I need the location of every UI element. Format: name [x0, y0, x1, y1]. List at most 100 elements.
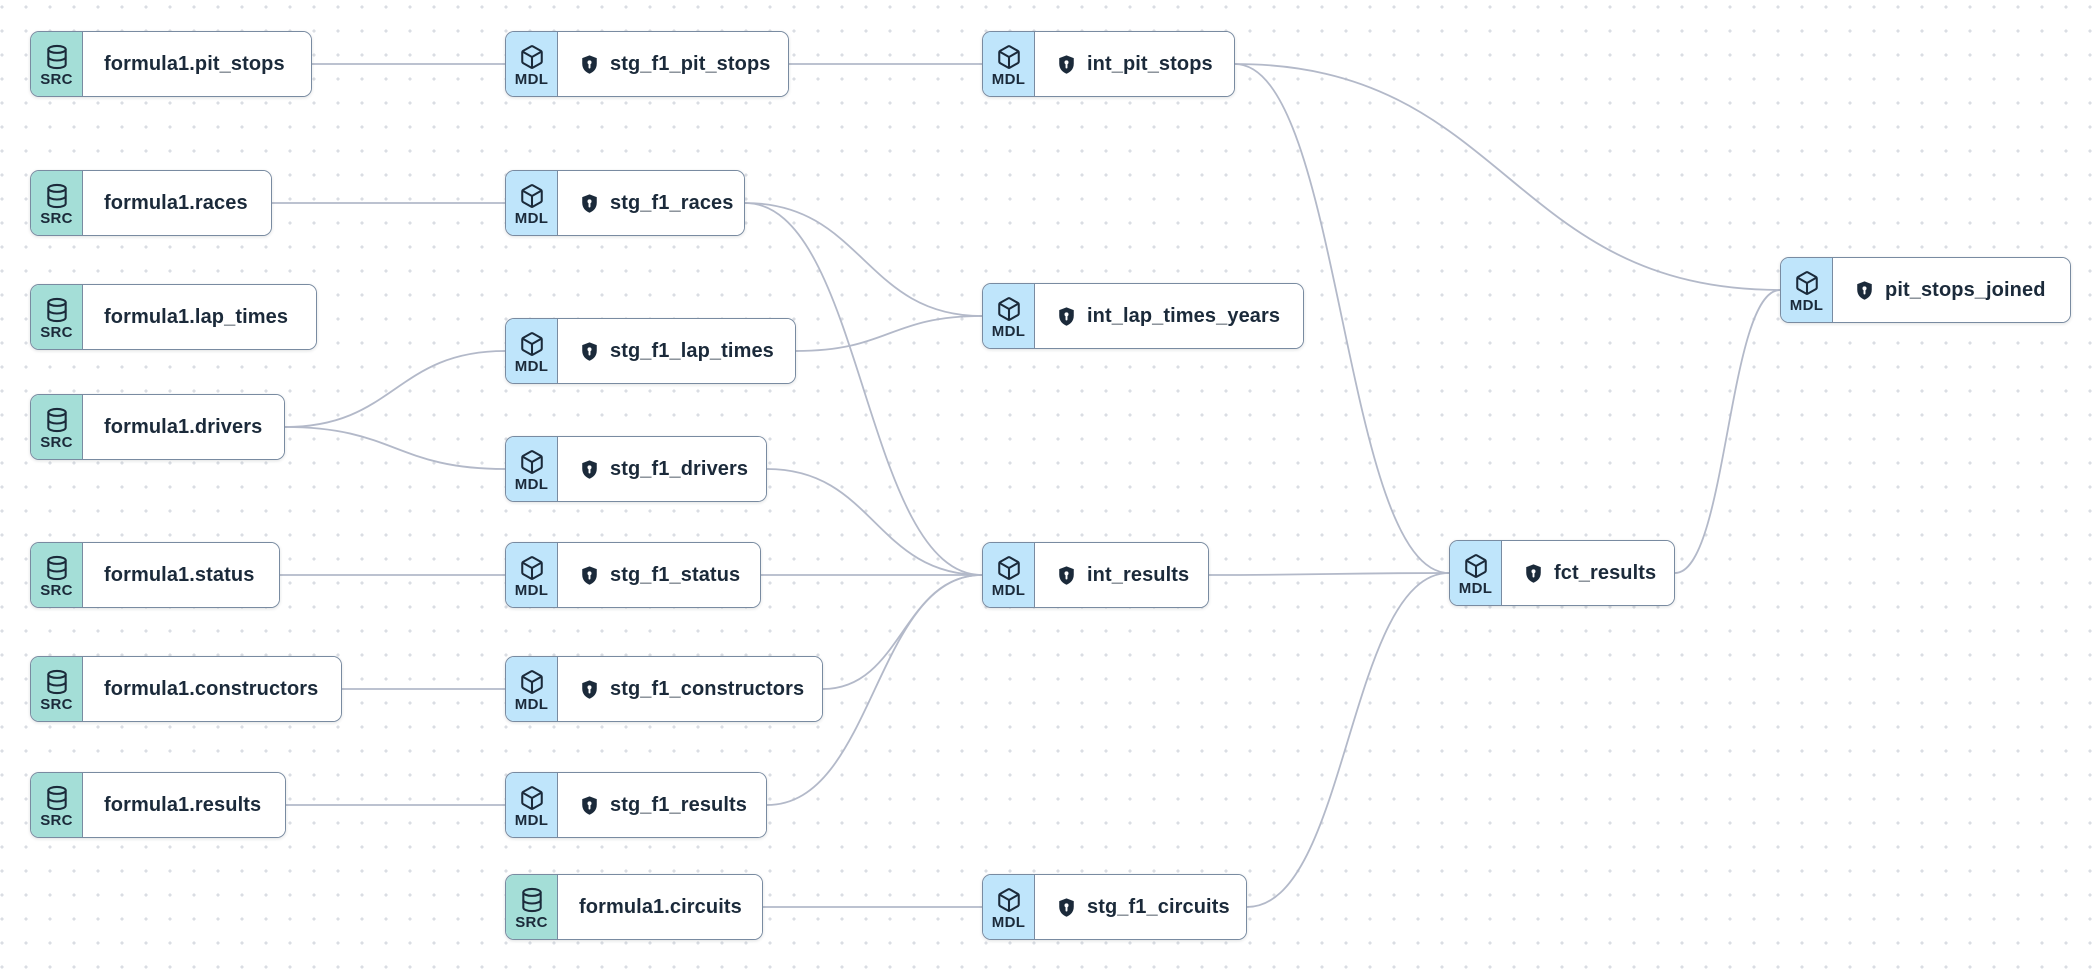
- lineage-node-stg_f1_pit_stops[interactable]: MDL stg_f1_pit_stops: [505, 31, 789, 97]
- node-label-section: formula1.drivers: [83, 395, 284, 459]
- node-label-section: stg_f1_drivers: [558, 437, 766, 501]
- database-icon-wrap: [44, 44, 70, 70]
- shield-icon-wrap: [1056, 306, 1077, 327]
- lineage-node-src_results[interactable]: SRC formula1.results: [30, 772, 286, 838]
- node-label-section: int_lap_times_years: [1035, 284, 1303, 348]
- node-label-section: int_results: [1035, 543, 1208, 607]
- node-type-badge-src: SRC: [31, 32, 83, 96]
- cube-icon: [520, 45, 543, 69]
- edge-stg_f1_races-to-int_results: [744, 202, 983, 576]
- shield-icon: [582, 54, 597, 74]
- node-label-section: pit_stops_joined: [1833, 258, 2070, 322]
- shield-icon-wrap: [1056, 565, 1077, 586]
- node-label-section: stg_f1_results: [558, 773, 766, 837]
- lineage-node-stg_f1_status[interactable]: MDL stg_f1_status: [505, 542, 761, 608]
- node-type-label: MDL: [991, 914, 1026, 931]
- edge-stg_f1_circuits-to-fct_results: [1246, 572, 1450, 908]
- node-type-label: SRC: [40, 71, 73, 88]
- shield-icon-wrap: [579, 679, 600, 700]
- cube-icon-wrap: [996, 44, 1022, 70]
- shield-icon-wrap: [579, 193, 600, 214]
- shield-icon: [1526, 563, 1541, 583]
- node-type-badge-mdl: MDL: [1450, 541, 1502, 605]
- cube-icon-wrap: [519, 183, 545, 209]
- node-type-badge-mdl: MDL: [983, 32, 1035, 96]
- shield-icon: [1059, 306, 1074, 326]
- node-type-label: SRC: [40, 210, 73, 227]
- node-type-label: MDL: [514, 476, 549, 493]
- node-title: formula1.races: [104, 191, 248, 214]
- cube-icon: [520, 670, 543, 694]
- cube-icon: [997, 888, 1020, 912]
- database-icon: [46, 785, 67, 811]
- shield-icon: [582, 341, 597, 361]
- lineage-node-int_pit_stops[interactable]: MDL int_pit_stops: [982, 31, 1235, 97]
- lineage-node-src_pit_stops[interactable]: SRC formula1.pit_stops: [30, 31, 312, 97]
- node-type-badge-src: SRC: [506, 875, 558, 939]
- shield-icon-wrap: [579, 795, 600, 816]
- lineage-node-stg_f1_drivers[interactable]: MDL stg_f1_drivers: [505, 436, 767, 502]
- node-title: formula1.drivers: [104, 415, 263, 438]
- node-type-badge-mdl: MDL: [983, 543, 1035, 607]
- edge-src_drivers-to-stg_f1_drivers: [284, 426, 506, 470]
- database-icon-wrap: [44, 183, 70, 209]
- cube-icon-wrap: [519, 449, 545, 475]
- node-type-badge-mdl: MDL: [506, 32, 558, 96]
- node-type-badge-mdl: MDL: [506, 543, 558, 607]
- node-title: stg_f1_status: [610, 563, 741, 586]
- node-type-label: MDL: [514, 358, 549, 375]
- node-label-section: formula1.constructors: [83, 657, 341, 721]
- shield-icon-wrap: [1854, 280, 1875, 301]
- database-icon: [46, 669, 67, 695]
- database-icon: [521, 887, 542, 913]
- node-type-label: MDL: [991, 71, 1026, 88]
- lineage-node-src_races[interactable]: SRC formula1.races: [30, 170, 272, 236]
- cube-icon-wrap: [996, 296, 1022, 322]
- cube-icon: [520, 332, 543, 356]
- database-icon: [46, 44, 67, 70]
- cube-icon-wrap: [519, 44, 545, 70]
- node-label-section: formula1.pit_stops: [83, 32, 311, 96]
- database-icon: [46, 407, 67, 433]
- cube-icon: [520, 556, 543, 580]
- node-title: int_lap_times_years: [1087, 304, 1281, 327]
- node-label-section: int_pit_stops: [1035, 32, 1234, 96]
- node-title: formula1.pit_stops: [104, 52, 285, 75]
- edge-stg_f1_drivers-to-int_results: [766, 468, 983, 576]
- node-type-badge-src: SRC: [31, 285, 83, 349]
- node-title: formula1.results: [104, 793, 262, 816]
- node-label-section: formula1.lap_times: [83, 285, 316, 349]
- node-type-badge-src: SRC: [31, 773, 83, 837]
- shield-icon: [582, 795, 597, 815]
- node-label-section: formula1.races: [83, 171, 271, 235]
- node-label-section: stg_f1_races: [558, 171, 744, 235]
- edge-stg_f1_races-to-int_lap_times_years: [744, 202, 983, 317]
- node-type-badge-mdl: MDL: [506, 319, 558, 383]
- shield-icon: [582, 565, 597, 585]
- node-label-section: stg_f1_status: [558, 543, 760, 607]
- node-type-label: MDL: [514, 71, 549, 88]
- edge-stg_f1_constructors-to-int_results: [822, 574, 983, 690]
- node-title: stg_f1_pit_stops: [610, 52, 771, 75]
- database-icon: [46, 183, 67, 209]
- shield-icon-wrap: [1056, 897, 1077, 918]
- shield-icon-wrap: [1056, 54, 1077, 75]
- edge-fct_results-to-pit_stops_joined: [1674, 289, 1781, 574]
- node-type-badge-mdl: MDL: [506, 171, 558, 235]
